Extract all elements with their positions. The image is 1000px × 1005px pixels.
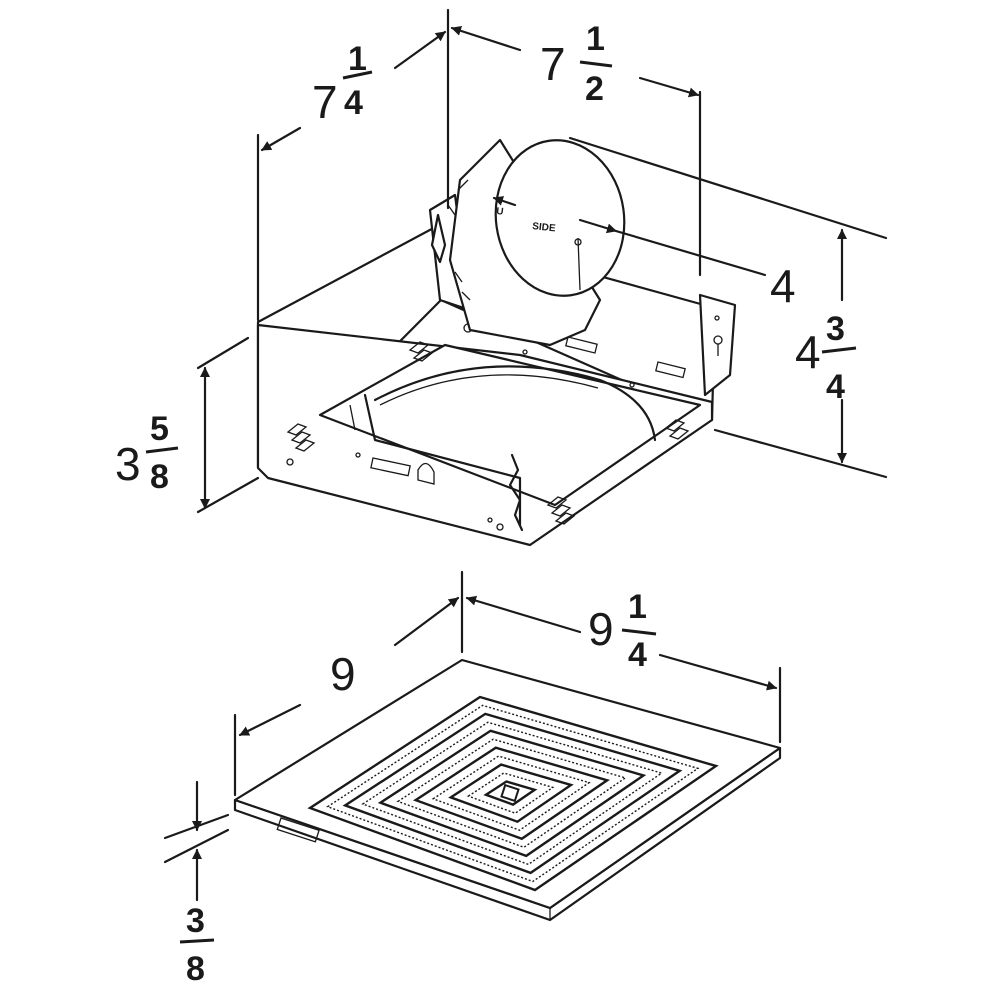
svg-text:3: 3 — [115, 438, 141, 490]
housing-slot — [370, 457, 411, 477]
extension-lines-grille — [163, 570, 782, 864]
louver-ring — [483, 780, 538, 806]
louver-ring — [412, 746, 610, 841]
svg-text:4: 4 — [770, 260, 796, 312]
louver-ring — [326, 704, 700, 883]
louver-ring — [307, 695, 719, 892]
svg-text:2: 2 — [585, 70, 604, 108]
dimension-lines-grille — [192, 595, 778, 902]
dim-housing-depth: 7 1 2 — [540, 20, 613, 108]
svg-text:1: 1 — [628, 588, 647, 626]
grille-louvers — [307, 695, 719, 892]
louver-ring — [466, 772, 555, 814]
svg-text:7: 7 — [312, 76, 338, 128]
svg-text:5: 5 — [150, 410, 169, 448]
svg-text:9: 9 — [330, 648, 356, 700]
collar-opening — [494, 139, 626, 297]
tab-clips — [286, 341, 690, 525]
svg-text:8: 8 — [150, 458, 169, 496]
svg-text:4: 4 — [826, 368, 845, 406]
svg-text:U: U — [496, 206, 504, 218]
housing-slot-right — [655, 361, 686, 379]
grille-center-hub — [500, 783, 520, 803]
housing-knockout — [417, 462, 435, 485]
grille-face — [233, 658, 782, 910]
louver-ring — [377, 729, 647, 858]
svg-text:1: 1 — [586, 20, 605, 58]
svg-text:3: 3 — [186, 902, 205, 940]
housing-opening — [318, 343, 702, 507]
svg-text:4: 4 — [628, 636, 647, 674]
dim-housing-height: 3 5 8 — [115, 410, 179, 496]
duct-collar: SIDE U — [428, 138, 626, 347]
grille — [233, 658, 782, 922]
dimension-lines-housing — [200, 26, 847, 510]
grille-label-plate — [276, 817, 320, 843]
dim-grille-thickness: 3 8 — [179, 902, 215, 988]
louver-ring — [342, 712, 683, 875]
svg-text:4: 4 — [795, 326, 821, 378]
dim-housing-width: 7 1 4 — [312, 40, 373, 128]
dim-grille-depth: 9 1 4 — [588, 588, 657, 674]
dim-duct-diameter: 4 — [770, 260, 796, 312]
extension-lines-housing — [196, 8, 888, 514]
svg-text:7: 7 — [540, 38, 566, 90]
svg-text:9: 9 — [588, 603, 614, 655]
louver-ring — [431, 755, 591, 831]
collar-label: SIDE — [532, 221, 557, 234]
dim-overall-height: 4 3 4 — [795, 310, 857, 406]
svg-text:8: 8 — [186, 950, 205, 988]
svg-text:4: 4 — [344, 84, 363, 122]
svg-text:1: 1 — [348, 40, 367, 78]
svg-text:3: 3 — [826, 310, 845, 348]
blower-wheel — [373, 365, 657, 442]
louver-ring — [448, 763, 574, 824]
dim-grille-width: 9 — [330, 648, 356, 700]
housing-slot-rear — [565, 336, 598, 354]
